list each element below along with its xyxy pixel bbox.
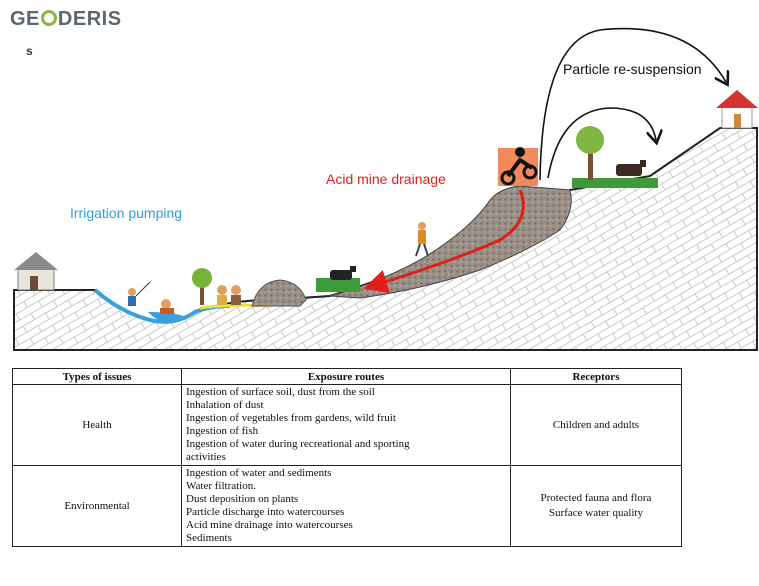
route-item: Ingestion of vegetables from gardens, wi…: [186, 412, 396, 424]
cow-icon: [330, 266, 356, 280]
exposure-routes-cell: Ingestion of surface soil, dust from the…: [181, 384, 511, 466]
receptor-item: Surface water quality: [548, 507, 643, 519]
small-gravel-pile: [251, 279, 307, 307]
logo-prefix: GE: [10, 8, 40, 30]
route-item: Ingestion of surface soil, dust from the…: [186, 386, 375, 398]
issue-type: Health: [11, 384, 183, 466]
grass-patch: [316, 278, 360, 292]
header-exposure-routes: Exposure routes: [181, 368, 511, 385]
grass-patch-top: [572, 178, 658, 188]
people-group-icon: [217, 285, 241, 305]
acid-mine-drainage-label: Acid mine drainage: [326, 171, 446, 187]
table-header-row: Types of issues Exposure routes Receptor…: [11, 368, 683, 385]
route-item: Inhalation of dust: [186, 399, 264, 411]
route-item: Ingestion of fish: [186, 425, 259, 437]
particle-resuspension-label: Particle re-suspension: [563, 61, 702, 77]
route-item: Dust deposition on plants: [186, 493, 299, 505]
route-item: Acid mine drainage into watercourses: [186, 519, 353, 531]
receptor-item: Protected fauna and flora: [540, 492, 652, 504]
receptor-item: Children and adults: [552, 418, 640, 431]
acid-drainage-arrow: [363, 189, 525, 294]
logo-ring-icon: [40, 10, 57, 26]
resuspension-arrow-large: [539, 27, 726, 181]
fisherman-icon: [128, 281, 151, 306]
route-item: activities: [186, 451, 226, 463]
motorbike-icon: [498, 147, 538, 186]
header-types-of-issues: Types of issues: [11, 368, 183, 385]
swimmer-icon: [160, 299, 174, 314]
cow-top-icon: [616, 160, 646, 176]
house-right-icon: [716, 90, 758, 129]
pond: [148, 312, 188, 323]
receptors-cell: Children and adults: [509, 384, 683, 466]
issue-type: Environmental: [11, 465, 183, 547]
route-item: Ingestion of water during recreational a…: [186, 438, 410, 450]
irrigation-pumping-label: Irrigation pumping: [70, 205, 183, 221]
header-receptors: Receptors: [509, 368, 683, 385]
geoderis-logo: GE DERIS: [10, 8, 122, 31]
hiker-icon: [415, 222, 429, 257]
tree-icon: [192, 268, 212, 305]
route-item: Water filtration.: [186, 480, 256, 492]
mining-scene-diagram: [13, 27, 758, 351]
table-row: Environmental Ingestion of water and sed…: [11, 465, 683, 547]
logo-suffix: DERIS: [57, 8, 122, 30]
exposure-table: Types of issues Exposure routes Receptor…: [11, 368, 683, 547]
resuspension-arrow-small: [547, 107, 656, 179]
route-item: Sediments: [186, 532, 232, 544]
mine-waste-heap: [329, 185, 572, 299]
logo-subtext: s: [26, 44, 33, 58]
table-row: Health Ingestion of surface soil, dust f…: [11, 384, 683, 466]
receptors-cell: Protected fauna and flora Surface water …: [509, 465, 683, 547]
exposure-routes-cell: Ingestion of water and sediments Water f…: [181, 465, 511, 547]
route-item: Ingestion of water and sediments: [186, 467, 332, 479]
house-left-icon: [14, 252, 58, 291]
route-item: Particle discharge into watercourses: [186, 506, 345, 518]
tree-top-icon: [576, 126, 604, 180]
